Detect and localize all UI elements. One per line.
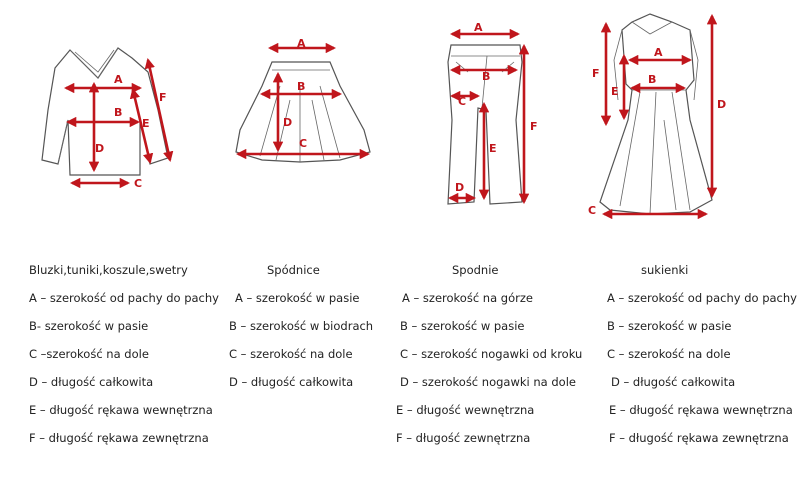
legend-dress-item-a: A – szerokość od pachy do pachy <box>607 291 797 305</box>
trousers-label-d: D <box>455 181 464 194</box>
legend-blouse-item-f: F – długość rękawa zewnętrzna <box>29 431 209 445</box>
legend-dress-item-d: D – długość całkowita <box>611 375 736 389</box>
trousers-label-e: E <box>489 142 497 155</box>
blouse-label-a: A <box>114 73 123 86</box>
legend-trousers-item-b: B – szerokość w pasie <box>400 319 525 333</box>
legend-dress-item-c: C – szerokość na dole <box>607 347 731 361</box>
legend-trousers-item-d: D – szerokość nogawki na dole <box>400 375 576 389</box>
legend-trousers-item-f: F – długość zewnętrzna <box>396 431 531 445</box>
legend-blouse-item-e: E – długość rękawa wewnętrzna <box>29 403 213 417</box>
dress-label-d: D <box>717 98 726 111</box>
dress-label-e: E <box>611 85 619 98</box>
dress-figure: A B E F D C <box>588 13 726 220</box>
trousers-label-a: A <box>474 21 483 34</box>
blouse-dim-f <box>144 57 174 163</box>
blouse-figure: A B D C E F <box>41 47 174 190</box>
legend-skirt: Spódnice A – szerokość w pasie B – szero… <box>229 256 373 396</box>
legend-skirt-item-c: C – szerokość na dole <box>229 347 353 361</box>
skirt-label-c: C <box>299 137 307 150</box>
legend-dress-item-b: B – szerokość w pasie <box>607 319 732 333</box>
trousers-label-b: B <box>482 70 490 83</box>
legend-blouse-title: Bluzki,tuniki,koszule,swetry <box>29 263 188 277</box>
blouse-label-d: D <box>95 142 104 155</box>
dress-outline <box>599 13 713 215</box>
blouse-label-b: B <box>114 106 122 119</box>
legend-skirt-item-a: A – szerokość w pasie <box>235 291 360 305</box>
legend-blouse-item-c: C –szerokość na dole <box>29 347 149 361</box>
dress-label-c: C <box>588 204 596 217</box>
trousers-figure: A B C E D F <box>447 21 538 205</box>
legend-dress-title: sukienki <box>641 263 689 277</box>
legend-dress: sukienki A – szerokość od pachy do pachy… <box>607 256 797 452</box>
skirt-label-b: B <box>297 80 305 93</box>
legend-skirt-item-b: B – szerokość w biodrach <box>229 319 374 333</box>
legend-trousers: Spodnie A – szerokość na górze B – szero… <box>396 256 582 452</box>
blouse-label-f: F <box>159 91 167 104</box>
dress-label-a: A <box>654 46 663 59</box>
legend-skirt-title: Spódnice <box>267 263 320 277</box>
dress-label-f: F <box>592 67 600 80</box>
garment-figures: A B D C E F A B D C <box>41 13 726 220</box>
legend-blouse-item-d: D – długość całkowita <box>29 375 154 389</box>
legend-trousers-item-c: C – szerokość nogawki od kroku <box>400 347 583 361</box>
blouse-label-e: E <box>142 117 150 130</box>
trousers-label-c: C <box>458 95 466 108</box>
legend-trousers-title: Spodnie <box>452 263 499 277</box>
skirt-label-d: D <box>283 116 292 129</box>
legend-skirt-item-d: D – długość całkowita <box>229 375 354 389</box>
legend-dress-item-e: E – długość rękawa wewnętrzna <box>609 403 793 417</box>
skirt-outline <box>235 61 371 163</box>
skirt-figure: A B D C <box>235 37 371 163</box>
legend-trousers-item-a: A – szerokość na górze <box>402 291 533 305</box>
legend-blouse-item-a: A – szerokość od pachy do pachy <box>29 291 219 305</box>
legend-trousers-item-e: E – długość wewnętrzna <box>396 403 535 417</box>
skirt-label-a: A <box>297 37 306 50</box>
dress-label-b: B <box>648 73 656 86</box>
blouse-label-c: C <box>134 177 142 190</box>
legend-dress-item-f: F – długość rękawa zewnętrzna <box>609 431 789 445</box>
legend-blouse-item-b: B- szerokość w pasie <box>29 319 149 333</box>
trousers-label-f: F <box>530 120 538 133</box>
legend-blouse: Bluzki,tuniki,koszule,swetry A – szeroko… <box>29 256 219 452</box>
